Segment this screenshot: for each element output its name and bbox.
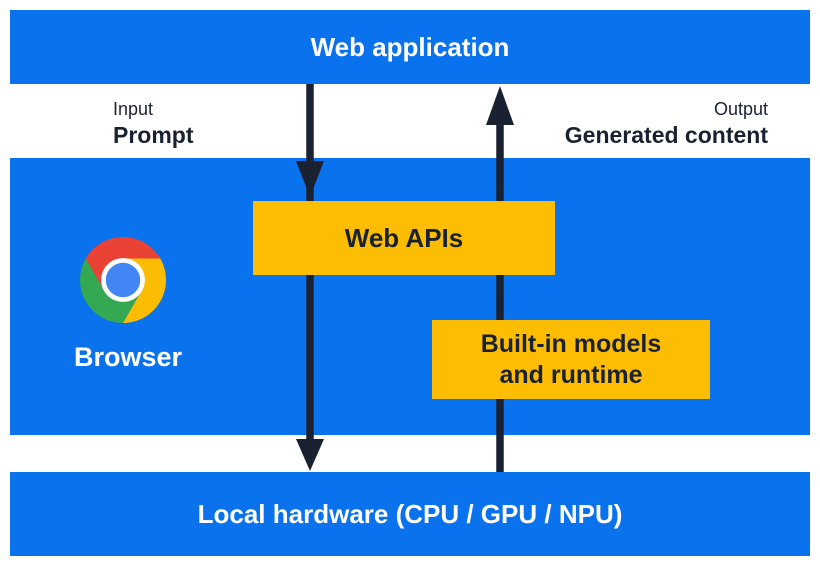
generated-content-label: Generated content: [564, 122, 768, 148]
web-apis-box: Web APIs: [253, 201, 555, 275]
chrome-logo-icon: [80, 237, 166, 323]
web-application-band: Web application: [10, 10, 810, 84]
local-hardware-label: Local hardware (CPU / GPU / NPU): [197, 499, 623, 529]
output-label-group: Output Generated content: [565, 97, 768, 149]
web-application-label: Web application: [310, 32, 510, 62]
input-caption: Input: [113, 99, 154, 119]
builtin-models-label-line2: and runtime: [499, 360, 643, 389]
input-label-group: Input Prompt: [113, 97, 194, 149]
browser-label: Browser: [73, 342, 183, 372]
builtin-models-label-line1: Built-in models: [480, 329, 662, 358]
output-caption: Output: [713, 99, 768, 119]
input-prompt-label: Prompt: [113, 122, 194, 148]
local-hardware-band: Local hardware (CPU / GPU / NPU): [10, 472, 810, 556]
web-apis-label: Web APIs: [344, 222, 464, 253]
builtin-models-box: Built-in models and runtime: [432, 320, 710, 399]
